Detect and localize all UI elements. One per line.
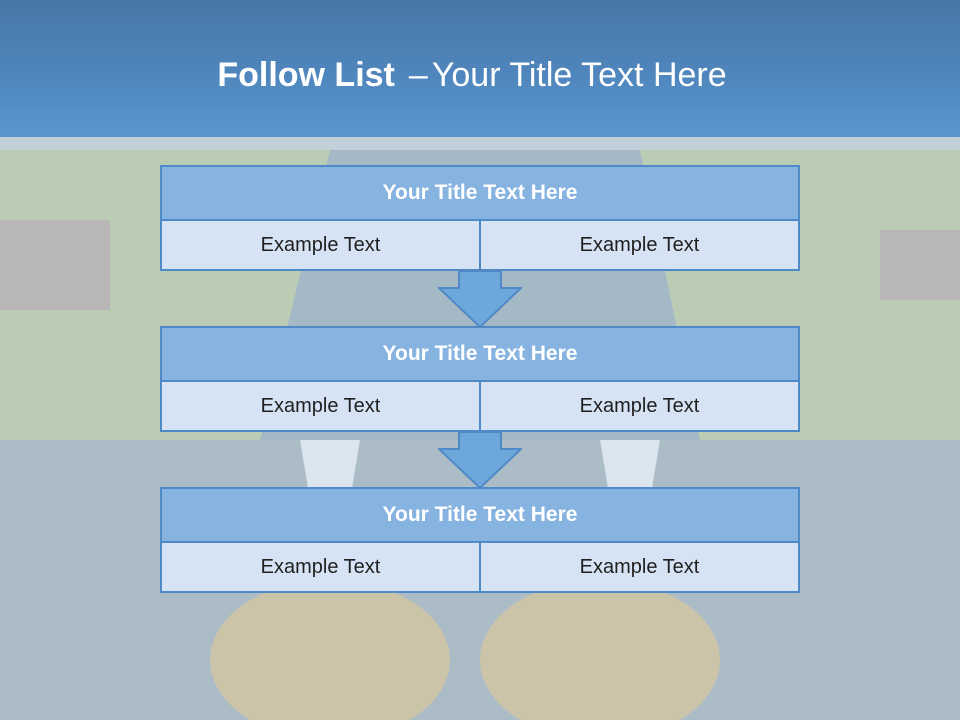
slide-title-rest: Your Title Text Here xyxy=(431,56,727,94)
step-title: Your Title Text Here xyxy=(160,487,800,543)
slide-title-separator: – xyxy=(408,56,428,94)
step-title: Your Title Text Here xyxy=(160,326,800,382)
step-block-1: Your Title Text Here Example Text Exampl… xyxy=(160,165,800,271)
step-row: Example Text Example Text xyxy=(160,221,800,271)
step-cell-right: Example Text xyxy=(479,382,800,432)
step-cell-left: Example Text xyxy=(160,221,481,271)
step-title: Your Title Text Here xyxy=(160,165,800,221)
step-block-2: Your Title Text Here Example Text Exampl… xyxy=(160,326,800,432)
step-cell-left: Example Text xyxy=(160,382,481,432)
slide-title: Follow List–Your Title Text Here xyxy=(0,55,944,95)
step-row: Example Text Example Text xyxy=(160,382,800,432)
step-cell-right: Example Text xyxy=(479,221,800,271)
step-row: Example Text Example Text xyxy=(160,543,800,593)
slide-title-strong: Follow List xyxy=(217,56,395,94)
step-cell-right: Example Text xyxy=(479,543,800,593)
down-arrow-icon xyxy=(438,431,522,489)
down-arrow-icon xyxy=(438,270,522,328)
step-block-3: Your Title Text Here Example Text Exampl… xyxy=(160,487,800,593)
title-bar: Follow List–Your Title Text Here xyxy=(0,0,960,137)
step-cell-left: Example Text xyxy=(160,543,481,593)
